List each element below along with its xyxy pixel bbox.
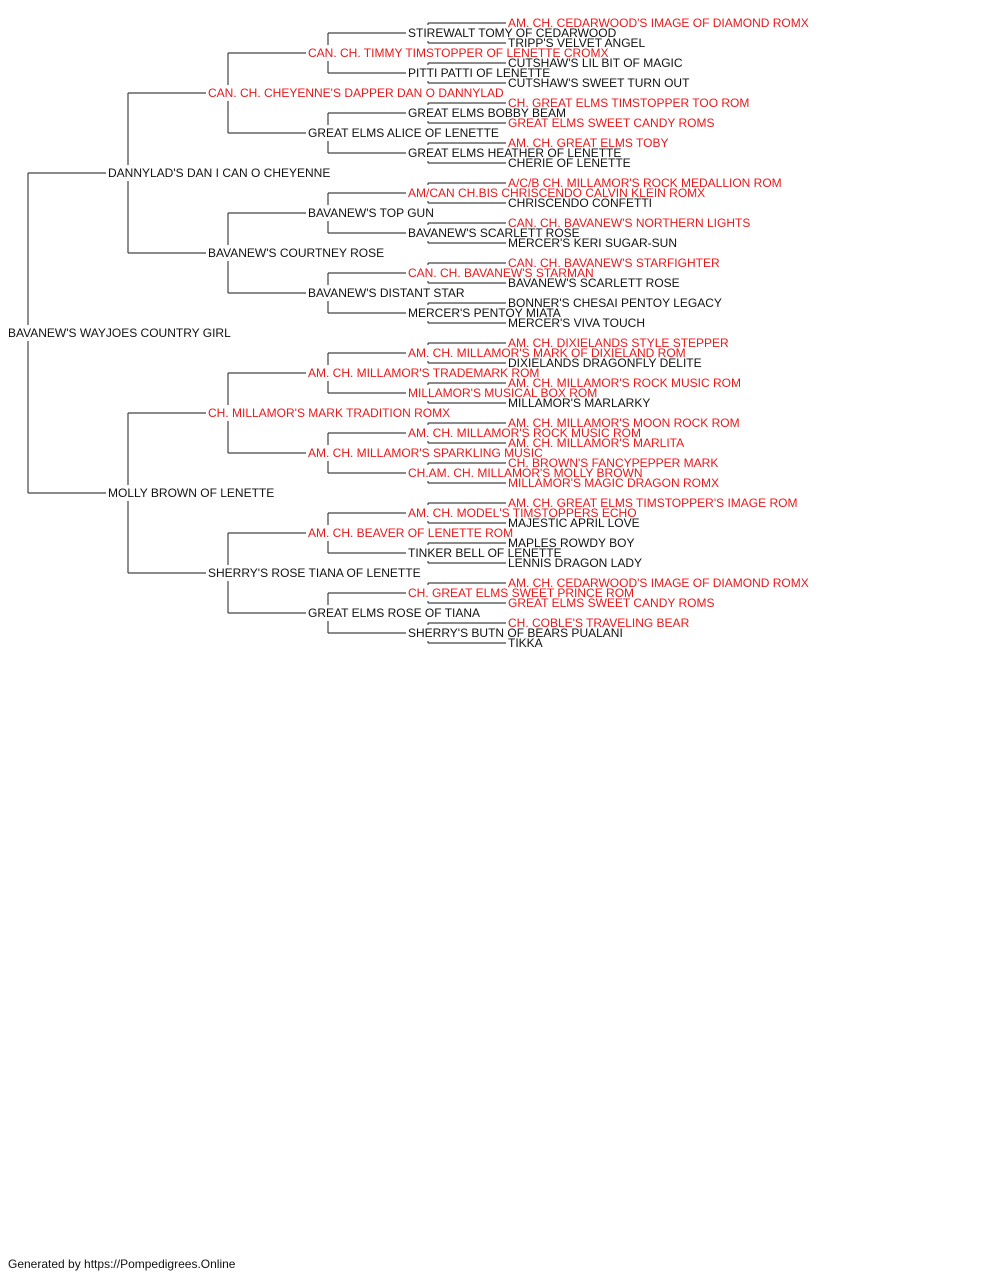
pedigree-name-gen-1: MOLLY BROWN OF LENETTE bbox=[108, 486, 274, 500]
pedigree-name-gen-1: DANNYLAD'S DAN I CAN O CHEYENNE bbox=[108, 166, 330, 180]
pedigree-name-gen-4: STIREWALT TOMY OF CEDARWOOD bbox=[408, 26, 617, 40]
pedigree-name-gen-3: GREAT ELMS ROSE OF TIANA bbox=[308, 606, 480, 620]
pedigree-name-gen-5: GREAT ELMS SWEET CANDY ROMS bbox=[508, 596, 714, 610]
pedigree-name-gen-4: CH. GREAT ELMS SWEET PRINCE ROM bbox=[408, 586, 634, 600]
pedigree-name-gen-3: BAVANEW'S TOP GUN bbox=[308, 206, 434, 220]
pedigree-name-gen-3: AM. CH. MILLAMOR'S TRADEMARK ROM bbox=[308, 366, 539, 380]
pedigree-name-gen-4: AM. CH. MILLAMOR'S MARK OF DIXIELAND ROM bbox=[408, 346, 686, 360]
pedigree-name-gen-4: AM. CH. MODEL'S TIMSTOPPERS ECHO bbox=[408, 506, 637, 520]
pedigree-name-gen-4: MERCER'S PENTOY MIATA bbox=[408, 306, 561, 320]
pedigree-name-gen-4: CAN. CH. BAVANEW'S STARMAN bbox=[408, 266, 594, 280]
pedigree-name-gen-4: AM. CH. MILLAMOR'S ROCK MUSIC ROM bbox=[408, 426, 641, 440]
pedigree-name-gen-5: MILLAMOR'S MARLARKY bbox=[508, 396, 650, 410]
pedigree-name-gen-5: CUTSHAW'S SWEET TURN OUT bbox=[508, 76, 690, 90]
pedigree-name-gen-5: TIKKA bbox=[508, 636, 543, 650]
pedigree-name-gen-4: SHERRY'S BUTN OF BEARS PUALANI bbox=[408, 626, 623, 640]
pedigree-name-gen-3: AM. CH. BEAVER OF LENETTE ROM bbox=[308, 526, 513, 540]
pedigree-name-gen-5: LENNIS DRAGON LADY bbox=[508, 556, 642, 570]
pedigree-name-gen-4: GREAT ELMS BOBBY BEAM bbox=[408, 106, 566, 120]
pedigree-name-gen-2: CH. MILLAMOR'S MARK TRADITION ROMX bbox=[208, 406, 450, 420]
pedigree-name-gen-4: MILLAMOR'S MUSICAL BOX ROM bbox=[408, 386, 597, 400]
pedigree-name-gen-3: BAVANEW'S DISTANT STAR bbox=[308, 286, 465, 300]
pedigree-name-gen-4: CH.AM. CH. MILLAMOR'S MOLLY BROWN bbox=[408, 466, 643, 480]
pedigree-name-gen-5: MAJESTIC APRIL LOVE bbox=[508, 516, 640, 530]
pedigree-name-gen-5: AM. CH. GREAT ELMS TOBY bbox=[508, 136, 668, 150]
pedigree-name-gen-5: CHERIE OF LENETTE bbox=[508, 156, 631, 170]
pedigree-name-gen-5: TRIPP'S VELVET ANGEL bbox=[508, 36, 646, 50]
pedigree-name-gen-4: TINKER BELL OF LENETTE bbox=[408, 546, 562, 560]
pedigree-name-gen-5: CH. COBLE'S TRAVELING BEAR bbox=[508, 616, 690, 630]
pedigree-name-gen-5: MAPLES ROWDY BOY bbox=[508, 536, 634, 550]
pedigree-name-gen-5: DIXIELANDS DRAGONFLY DELITE bbox=[508, 356, 702, 370]
pedigree-name-gen-4: GREAT ELMS HEATHER OF LENETTE bbox=[408, 146, 621, 160]
pedigree-name-gen-5: BONNER'S CHESAI PENTOY LEGACY bbox=[508, 296, 722, 310]
pedigree-name-gen-0: BAVANEW'S WAYJOES COUNTRY GIRL bbox=[8, 326, 231, 340]
pedigree-name-gen-2: BAVANEW'S COURTNEY ROSE bbox=[208, 246, 384, 260]
pedigree-name-gen-3: CAN. CH. TIMMY TIMSTOPPER OF LENETTE CRO… bbox=[308, 46, 608, 60]
pedigree-name-gen-5: MILLAMOR'S MAGIC DRAGON ROMX bbox=[508, 476, 719, 490]
pedigree-name-gen-4: AM/CAN CH.BIS CHRISCENDO CALVIN KLEIN RO… bbox=[408, 186, 705, 200]
pedigree-name-gen-3: AM. CH. MILLAMOR'S SPARKLING MUSIC bbox=[308, 446, 543, 460]
pedigree-connector-lines bbox=[27, 22, 506, 644]
pedigree-name-gen-5: MERCER'S VIVA TOUCH bbox=[508, 316, 645, 330]
pedigree-labels: BAVANEW'S WAYJOES COUNTRY GIRL DANNYLAD'S… bbox=[8, 16, 809, 650]
pedigree-name-gen-5: BAVANEW'S SCARLETT ROSE bbox=[508, 276, 680, 290]
generated-by-footer: Generated by https://Pompedigrees.Online bbox=[8, 1257, 236, 1271]
pedigree-name-gen-5: AM. CH. MILLAMOR'S MARLITA bbox=[508, 436, 684, 450]
pedigree-name-gen-4: BAVANEW'S SCARLETT ROSE bbox=[408, 226, 580, 240]
pedigree-name-gen-5: CUTSHAW'S LIL BIT OF MAGIC bbox=[508, 56, 683, 70]
pedigree-name-gen-5: AM. CH. GREAT ELMS TIMSTOPPER'S IMAGE RO… bbox=[508, 496, 797, 510]
pedigree-name-gen-5: GREAT ELMS SWEET CANDY ROMS bbox=[508, 116, 714, 130]
pedigree-name-gen-5: CAN. CH. BAVANEW'S NORTHERN LIGHTS bbox=[508, 216, 750, 230]
pedigree-name-gen-5: CHRISCENDO CONFETTI bbox=[508, 196, 652, 210]
pedigree-name-gen-5: AM. CH. CEDARWOOD'S IMAGE OF DIAMOND ROM… bbox=[508, 16, 809, 30]
pedigree-name-gen-5: A/C/B CH. MILLAMOR'S ROCK MEDALLION ROM bbox=[508, 176, 782, 190]
pedigree-name-gen-2: CAN. CH. CHEYENNE'S DAPPER DAN O DANNYLA… bbox=[208, 86, 504, 100]
pedigree-name-gen-5: AM. CH. DIXIELANDS STYLE STEPPER bbox=[508, 336, 729, 350]
pedigree-name-gen-2: SHERRY'S ROSE TIANA OF LENETTE bbox=[208, 566, 421, 580]
pedigree-name-gen-5: AM. CH. MILLAMOR'S ROCK MUSIC ROM bbox=[508, 376, 741, 390]
pedigree-name-gen-5: AM. CH. MILLAMOR'S MOON ROCK ROM bbox=[508, 416, 740, 430]
pedigree-name-gen-5: MERCER'S KERI SUGAR-SUN bbox=[508, 236, 677, 250]
pedigree-name-gen-5: AM. CH. CEDARWOOD'S IMAGE OF DIAMOND ROM… bbox=[508, 576, 809, 590]
pedigree-name-gen-5: CH. BROWN'S FANCYPEPPER MARK bbox=[508, 456, 718, 470]
pedigree-name-gen-4: PITTI PATTI OF LENETTE bbox=[408, 66, 550, 80]
pedigree-name-gen-5: CH. GREAT ELMS TIMSTOPPER TOO ROM bbox=[508, 96, 749, 110]
pedigree-name-gen-5: CAN. CH. BAVANEW'S STARFIGHTER bbox=[508, 256, 720, 270]
pedigree-name-gen-3: GREAT ELMS ALICE OF LENETTE bbox=[308, 126, 499, 140]
